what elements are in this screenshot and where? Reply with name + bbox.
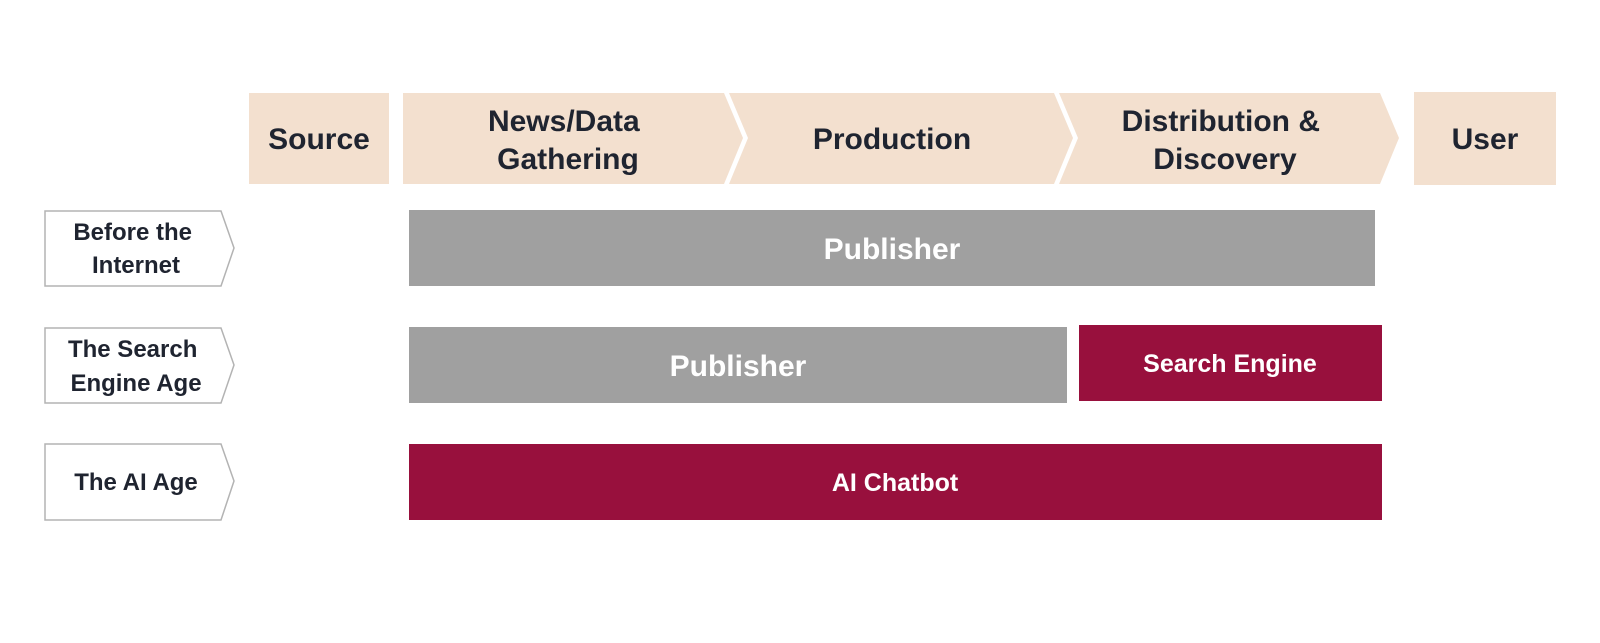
- era-row-before-internet: Before the Internet Publisher: [44, 210, 1375, 287]
- era-label-text: Before the Internet: [73, 219, 198, 279]
- publisher-bar-label: Publisher: [824, 233, 961, 266]
- era-row-search-engine-age: The Search Engine Age Publisher Search E…: [44, 325, 1382, 404]
- stage-gathering-chevron: [403, 93, 743, 184]
- stage-user-label: User: [1452, 123, 1519, 156]
- stage-header-row: Source News/Data Gathering Production Di…: [249, 92, 1556, 185]
- stage-source-label: Source: [268, 123, 370, 156]
- ai-chatbot-bar: [409, 444, 1382, 520]
- era-label-text: The Search Engine Age: [68, 336, 204, 397]
- era-row-ai-age: The AI Age AI Chatbot: [44, 443, 1382, 521]
- ai-chatbot-bar-label: AI Chatbot: [832, 469, 959, 497]
- stage-gathering-label: News/Data Gathering: [488, 105, 648, 176]
- stage-user-box: [1414, 92, 1556, 185]
- publisher-bar: [409, 210, 1375, 286]
- era-label-tag: [44, 210, 235, 287]
- stage-production-label: Production: [813, 123, 971, 156]
- era-label-tag: [44, 443, 235, 521]
- search-engine-bar: [1079, 325, 1382, 401]
- era-label-tag: [44, 327, 235, 404]
- publisher-bar-label: Publisher: [670, 350, 807, 383]
- stage-production-chevron: [729, 93, 1073, 184]
- era-label-text: The AI Age: [74, 469, 198, 496]
- publisher-bar: [409, 327, 1067, 403]
- stage-source-box: [249, 93, 389, 184]
- search-engine-bar-label: Search Engine: [1143, 350, 1317, 378]
- stage-distribution-label: Distribution & Discovery: [1122, 105, 1329, 176]
- stage-distribution-chevron: [1059, 93, 1399, 184]
